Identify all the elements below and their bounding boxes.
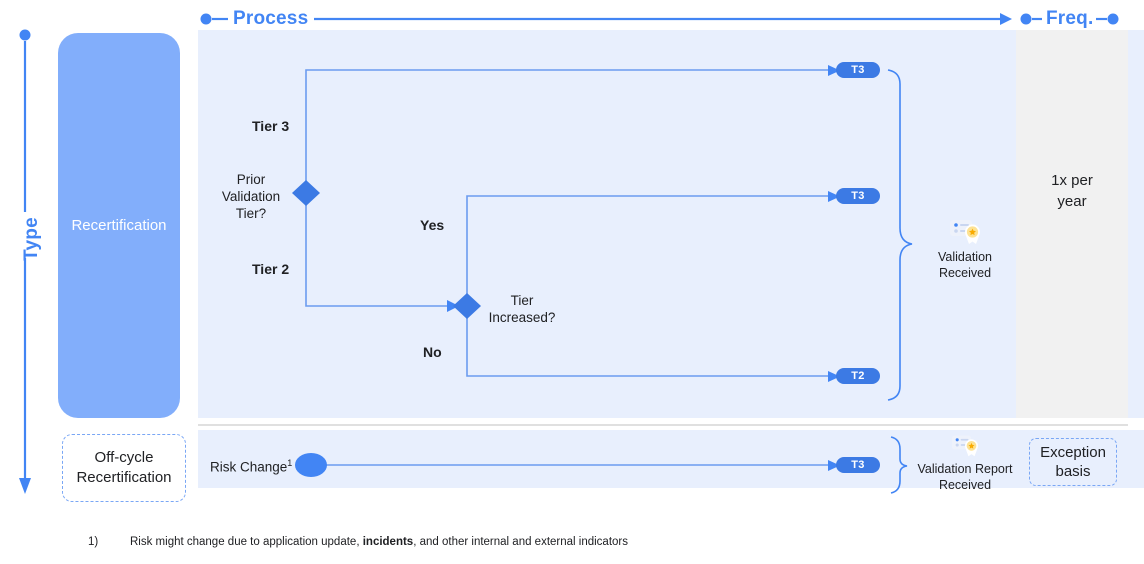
footnote-text-bold: incidents [362,536,414,548]
validation-report-received-block: Validation Report Received [895,432,1035,493]
frequency-main-line1: 1x per [1051,172,1093,189]
branch-label-tier3: Tier 3 [252,118,290,134]
footnote-text-before: Risk might change due to application upd… [130,536,363,548]
type-pill-recertification[interactable]: Recertification [58,33,180,418]
type-pill-offcycle-recertification[interactable]: Off-cycle Recertification [62,434,186,502]
arrow-to-tier3-top [828,65,840,76]
branch-label-yes: Yes [420,217,445,233]
arrow-to-tier3-mid [828,191,840,202]
decision-diamond-tier-increased [453,293,481,319]
risk-change-start-node [295,453,327,477]
type-pill-recertification-label: Recertification [71,217,167,234]
decision2-line1: Tier [510,293,534,308]
validation-report-line1: Validation Report [917,462,1013,476]
offcycle-label-line2: Recertification [76,469,172,486]
freq-axis-start-dot [1020,13,1032,25]
risk-change-label: Risk Change1 [210,458,292,475]
risk-change-text: Risk Change [210,459,288,475]
branch-label-no: No [423,344,442,360]
validation-report-line2: Received [938,478,992,492]
frequency-value-main: 1x per year [1022,170,1122,212]
risk-change-superscript: 1 [287,458,293,468]
decision1-line3: Tier? [235,206,267,221]
main-outputs-brace [887,69,913,401]
footnote-text-after: , and other internal and external indica… [413,536,629,548]
type-axis-arrow [19,478,31,494]
process-panel-offcycle [198,430,1144,488]
decision2-line2: Increased? [488,310,556,325]
decision1-line2: Validation [221,189,281,204]
process-axis-start-dot [200,13,212,25]
offcycle-label-line1: Off-cycle [94,449,154,466]
panel-separator [198,424,1128,426]
branch-label-tier2: Tier 2 [252,261,290,277]
award-badge-icon [950,220,980,244]
freq-axis-end-dot [1107,13,1119,25]
validation-received-line1: Validation [938,250,992,264]
award-badge-icon [952,435,978,457]
badge-tier2-bottom[interactable]: T2 [836,368,880,384]
decision-label-tier-increased: Tier Increased? [472,292,572,326]
arrow-to-tier2 [828,371,840,382]
decision-diamond-prior-validation-tier [292,180,320,206]
process-axis-label: Process [233,8,309,29]
badge-tier3-offcycle[interactable]: T3 [836,457,880,473]
footnote: 1) Risk might change due to application u… [88,536,628,548]
type-axis [19,29,31,494]
decision-label-prior-validation-tier: Prior Validation Tier? [211,171,291,222]
badge-tier3-top[interactable]: T3 [836,62,880,78]
frequency-offcycle-line2: basis [1055,463,1091,480]
decision1-line1: Prior [236,172,266,187]
frequency-panel-main [1016,30,1128,418]
frequency-value-offcycle[interactable]: Exception basis [1029,438,1117,486]
frequency-main-line2: year [1057,193,1087,210]
footnote-marker: 1) [88,536,99,548]
type-axis-start-dot [19,29,31,41]
badge-tier3-mid[interactable]: T3 [836,188,880,204]
offcycle-output-brace [890,436,908,494]
validation-received-line2: Received [938,266,992,280]
top-axis [200,13,1119,25]
arrow-to-tier3-offcycle [828,460,840,471]
frequency-offcycle-line1: Exception [1040,444,1106,461]
process-panel-main [198,30,1144,418]
process-axis-arrow [1000,13,1012,25]
frequency-axis-label: Freq. [1046,8,1094,29]
validation-received-block: Validation Received [905,216,1025,281]
